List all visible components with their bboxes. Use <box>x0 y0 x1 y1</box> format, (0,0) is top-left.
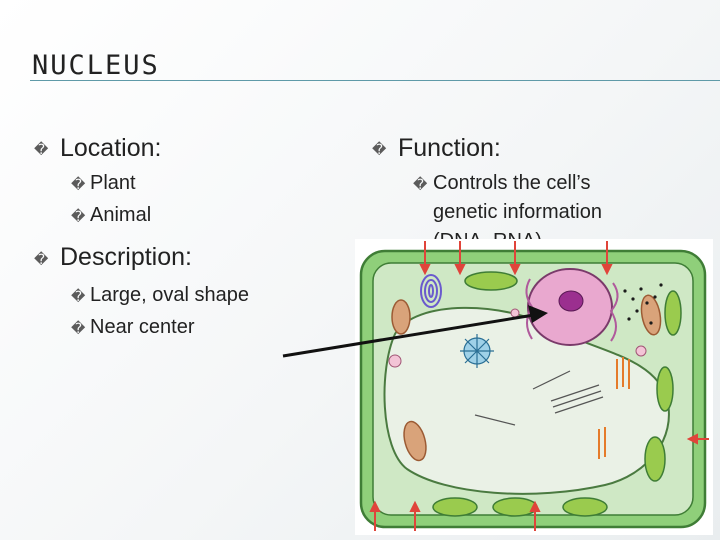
bullet-icon: � <box>34 251 49 267</box>
description-heading: Description: <box>60 243 192 271</box>
nucleolus <box>558 290 584 312</box>
location-heading: Location: <box>60 134 162 162</box>
chloroplast <box>432 271 682 517</box>
bullet-icon: � <box>71 288 86 304</box>
plant-cell-diagram <box>355 239 713 535</box>
location-item-plant: Plant <box>90 172 136 194</box>
title-underline <box>30 80 720 81</box>
function-line-1: Controls the cell’s <box>433 172 591 194</box>
bullet-icon: � <box>71 208 86 224</box>
bullet-icon: � <box>71 320 86 336</box>
location-item-animal: Animal <box>90 204 152 226</box>
centrosome <box>460 334 494 368</box>
description-item-shape: Large, oval shape <box>90 284 250 306</box>
slide-title: NUCLEUS <box>32 50 160 81</box>
bullet-icon: � <box>413 176 428 192</box>
bullet-icon: � <box>372 141 387 157</box>
mitochondrion <box>391 294 662 462</box>
golgi-body <box>420 274 442 308</box>
function-heading: Function: <box>398 134 501 162</box>
description-item-position: Near center <box>90 316 195 338</box>
bullet-icon: � <box>34 141 49 157</box>
function-line-2: genetic information <box>433 201 602 223</box>
bullet-icon: � <box>71 176 86 192</box>
